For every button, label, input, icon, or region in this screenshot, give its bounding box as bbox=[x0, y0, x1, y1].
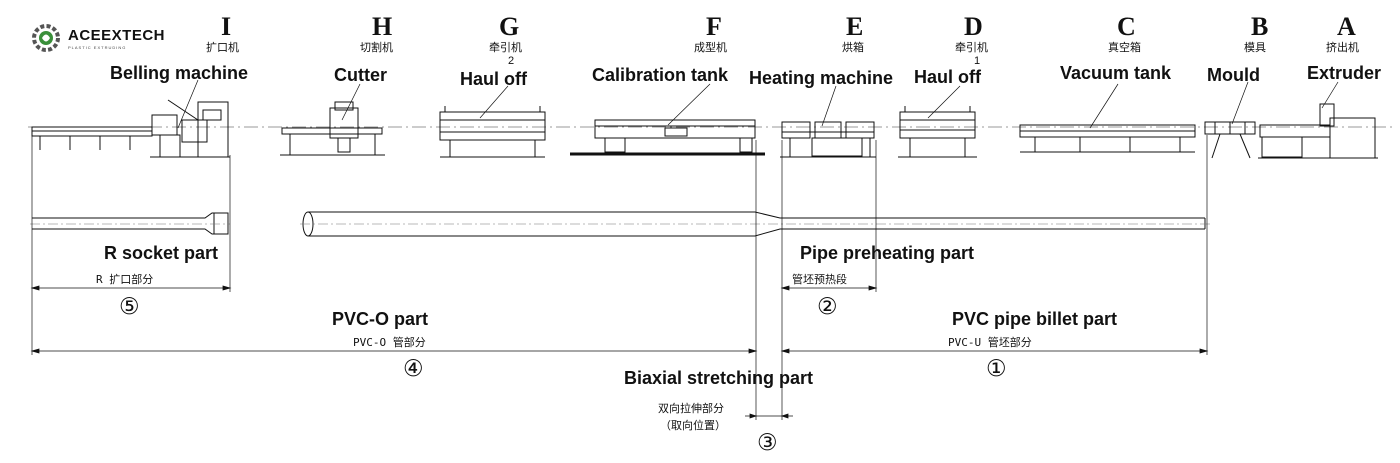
extension-lines bbox=[31, 135, 1208, 420]
part-cn: R 扩口部分 bbox=[96, 273, 154, 286]
socket-pipe-drawing bbox=[30, 212, 230, 235]
part-en: R socket part bbox=[104, 243, 219, 263]
belling-machine-drawing bbox=[31, 99, 230, 158]
machine-letter: A bbox=[1337, 12, 1356, 41]
part-cn-note: （取向位置） bbox=[660, 419, 726, 432]
part-number: ④ bbox=[403, 356, 424, 382]
machine-number: 1 bbox=[974, 55, 981, 67]
machine-en: Calibration tank bbox=[592, 65, 729, 85]
machine-en: Belling machine bbox=[110, 63, 249, 83]
extruder-drawing bbox=[1258, 103, 1378, 159]
machine-letter: F bbox=[706, 12, 722, 41]
part-en: PVC-O part bbox=[332, 309, 429, 329]
part-en: PVC pipe billet part bbox=[952, 309, 1118, 329]
logo-tagline: PLASTIC EXTRUDING bbox=[68, 45, 127, 50]
part-cn: 双向拉伸部分 bbox=[658, 402, 724, 415]
calibration-tank-drawing bbox=[570, 119, 765, 156]
machine-cn: 牵引机 bbox=[955, 41, 988, 54]
part-number: ② bbox=[817, 294, 838, 320]
gear-leaf-icon bbox=[32, 24, 60, 52]
mould-drawing bbox=[1204, 121, 1256, 159]
cutter-drawing bbox=[280, 101, 385, 156]
part-number: ① bbox=[986, 356, 1007, 382]
machine-cn: 烘箱 bbox=[842, 41, 864, 54]
machine-cn: 模具 bbox=[1244, 41, 1266, 54]
machine-en: Extruder bbox=[1307, 63, 1382, 83]
haul-off-2-drawing bbox=[439, 106, 546, 158]
machine-cn: 挤出机 bbox=[1326, 41, 1359, 54]
machine-en: Vacuum tank bbox=[1060, 63, 1172, 83]
machine-number: 2 bbox=[508, 55, 515, 67]
machine-cn: 扩口机 bbox=[206, 41, 239, 54]
part-en: Pipe preheating part bbox=[800, 243, 975, 263]
part-number: ③ bbox=[757, 430, 778, 456]
machine-en: Haul off bbox=[460, 69, 527, 89]
machine-en: Mould bbox=[1207, 65, 1260, 85]
machine-en: Haul off bbox=[914, 67, 981, 87]
machine-letter: B bbox=[1251, 12, 1269, 41]
machine-en: Heating machine bbox=[749, 68, 894, 88]
part-cn: PVC-O 管部分 bbox=[353, 336, 426, 349]
machine-letter: D bbox=[964, 12, 983, 41]
heating-machine-drawing bbox=[780, 121, 876, 158]
machine-cn: 牵引机 bbox=[489, 41, 522, 54]
machine-cn: 真空箱 bbox=[1108, 41, 1141, 54]
vacuum-tank-drawing bbox=[1019, 124, 1196, 153]
machine-cn: 成型机 bbox=[694, 41, 727, 54]
dimension-lines bbox=[30, 285, 1209, 419]
logo-brand: ACEEXTECH bbox=[68, 27, 166, 44]
haul-off-1-drawing bbox=[898, 106, 977, 158]
machine-letter: I bbox=[221, 12, 232, 41]
machine-letter: H bbox=[372, 12, 393, 41]
machine-letter: G bbox=[499, 12, 520, 41]
machine-en: Cutter bbox=[334, 65, 387, 85]
machine-cn: 切割机 bbox=[360, 41, 393, 54]
leader-lines bbox=[177, 79, 1339, 129]
part-cn: 管坯预热段 bbox=[792, 273, 847, 286]
machine-letter: C bbox=[1117, 12, 1136, 41]
part-number: ⑤ bbox=[119, 294, 140, 320]
part-en: Biaxial stretching part bbox=[624, 368, 814, 388]
machine-letter: E bbox=[846, 12, 864, 41]
part-cn: PVC-U 管坯部分 bbox=[948, 336, 1032, 349]
main-pipe-drawing bbox=[300, 211, 1210, 237]
